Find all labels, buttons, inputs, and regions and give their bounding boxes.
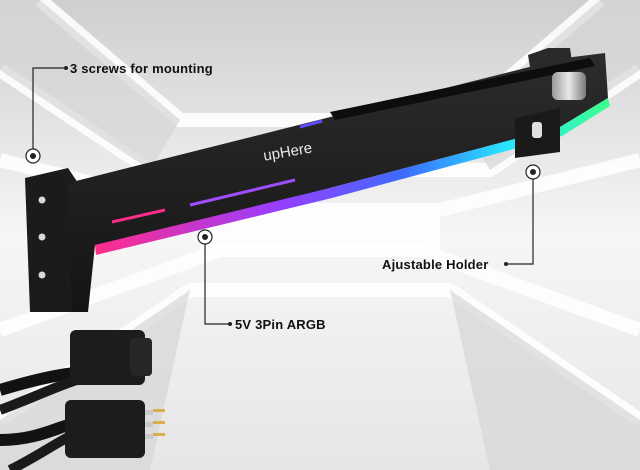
argb-cable — [0, 330, 165, 470]
callout-lines — [32, 67, 534, 325]
rgb-accent-3 — [299, 119, 323, 129]
rgb-accent-1 — [111, 208, 166, 224]
callout-argb: 5V 3Pin ARGB — [235, 317, 326, 332]
screw-hole-2 — [38, 233, 46, 241]
screw-hole-3 — [38, 271, 46, 279]
target-markers — [25, 66, 541, 326]
connector-female — [70, 330, 145, 385]
bracket-arm — [68, 48, 610, 312]
target-holder — [525, 164, 541, 180]
rgb-accent-2 — [189, 178, 296, 207]
mounting-plate — [25, 168, 78, 312]
thumb-screw-knob — [552, 72, 586, 100]
rgb-light-strip — [95, 98, 610, 255]
callout-mounting: 3 screws for mounting — [70, 61, 213, 76]
target-argb — [197, 229, 213, 245]
target-mounting — [25, 148, 41, 164]
connector-male — [65, 400, 145, 458]
screw-hole-1 — [38, 196, 46, 204]
callout-holder: Ajustable Holder — [382, 257, 489, 272]
